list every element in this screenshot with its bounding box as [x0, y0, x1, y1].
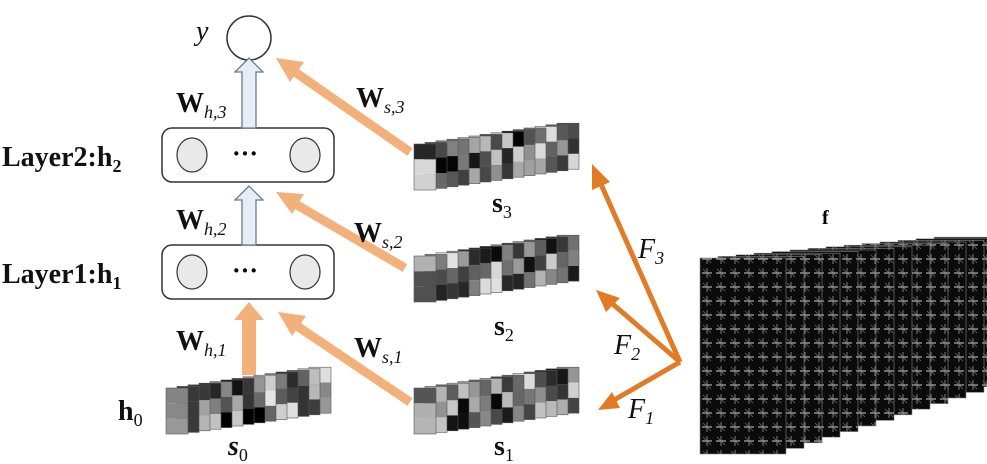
- f1-label: F1: [627, 394, 654, 428]
- strip-frame: [413, 143, 437, 191]
- arrow-h0-to-layer1: [234, 302, 264, 375]
- hog-frame: [699, 257, 787, 455]
- arrow-s2-to-layer2: [276, 192, 408, 272]
- strip-frame: [413, 387, 437, 435]
- f2-label: F2: [613, 330, 640, 364]
- arrow-s1-to-layer1: [278, 312, 413, 406]
- s1-strip: [413, 366, 580, 435]
- arrow-s3-to-y: [276, 58, 413, 156]
- strip-frame: [165, 387, 189, 435]
- arrow-layer2-to-y: [233, 57, 265, 129]
- ws1-label: Ws,1: [354, 333, 403, 367]
- ws2-label: Ws,2: [354, 218, 403, 252]
- s2-strip: [413, 234, 580, 303]
- layer2-label: Layer2:h2: [2, 142, 121, 176]
- h0-label: h0: [118, 396, 143, 430]
- wh1-label: Wh,1: [176, 326, 227, 360]
- s2-label: s2: [494, 311, 514, 345]
- f-label: f: [822, 207, 829, 229]
- arrow-layer1-to-layer2: [233, 185, 265, 246]
- layer1-node-right: [289, 254, 321, 290]
- wh3-label: Wh,3: [176, 88, 227, 122]
- output-node: [226, 15, 272, 61]
- s0-strip: [165, 366, 332, 435]
- arrow-f2: [596, 290, 682, 364]
- layer2-node-left: [176, 137, 208, 173]
- hog-feature-stack: [699, 236, 987, 455]
- s1-label: s1: [494, 431, 514, 464]
- s3-strip: [413, 122, 580, 191]
- layer2-dots: ···: [232, 139, 258, 168]
- s0-label: s0: [227, 431, 248, 464]
- layer2-node-right: [289, 137, 321, 173]
- f3-label: F3: [637, 234, 664, 268]
- arrow-f3: [592, 164, 683, 364]
- y-label: y: [193, 16, 209, 47]
- layer1-dots: ···: [232, 256, 258, 285]
- layer1-label: Layer1:h1: [2, 259, 121, 293]
- arrow-f1: [598, 359, 682, 410]
- ws3-label: Ws,3: [356, 83, 405, 117]
- layer1-node-left: [176, 254, 208, 290]
- s3-label: s3: [492, 188, 512, 222]
- strip-frame: [413, 255, 437, 303]
- wh2-label: Wh,2: [176, 205, 227, 239]
